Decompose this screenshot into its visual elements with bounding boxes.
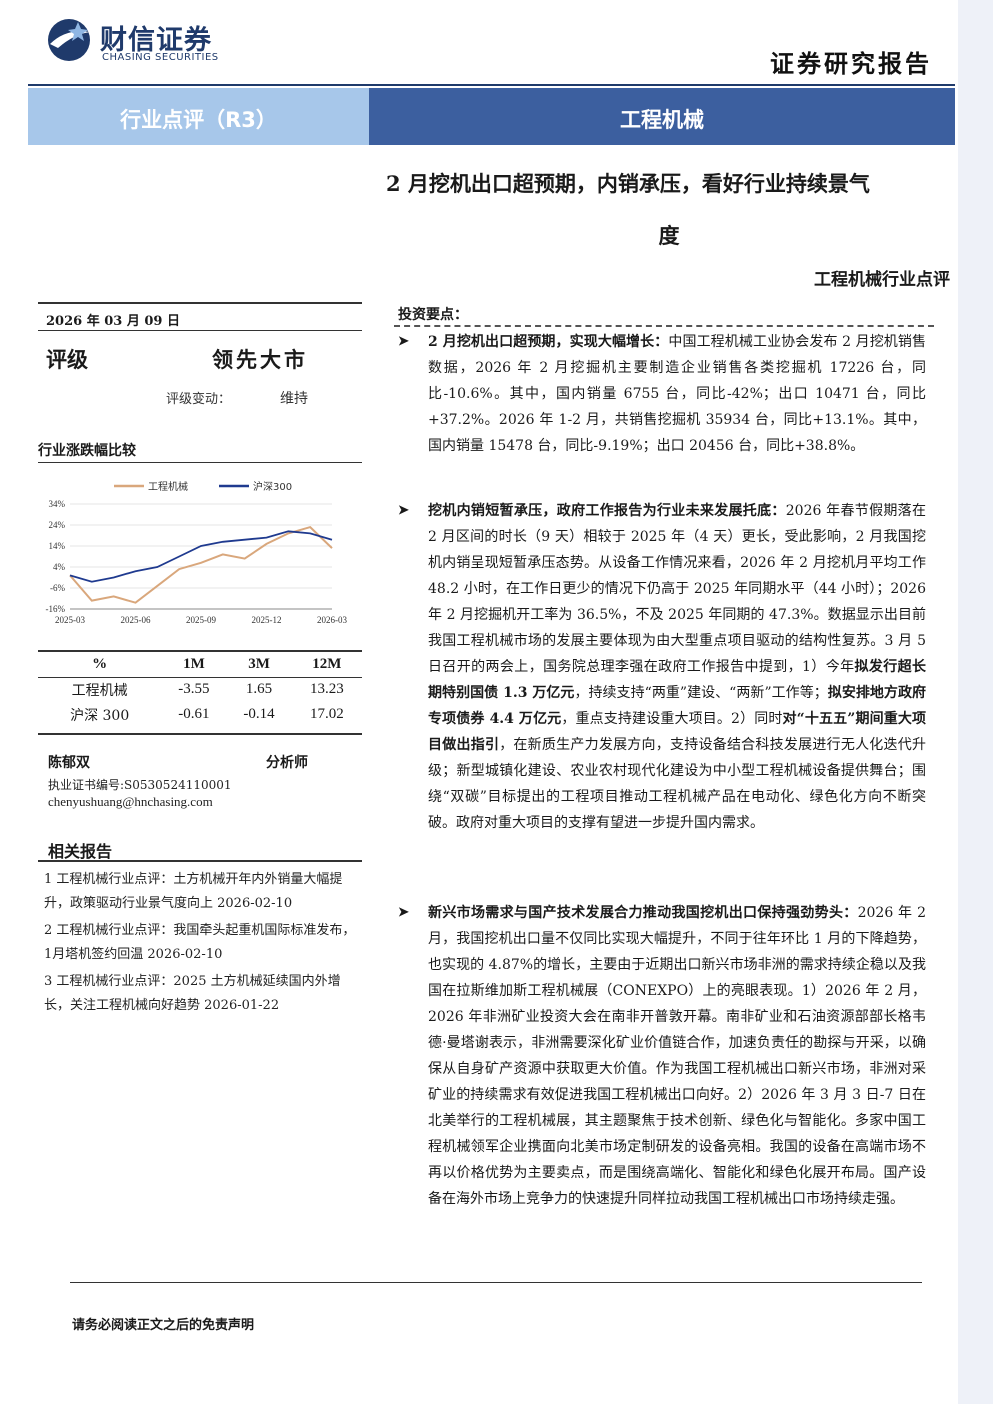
y-tick-label: 14% <box>49 541 66 551</box>
related-reports-list: 1 工程机械行业点评：土方机械开年内外销量大幅提升，政策驱动行业景气度向上 20… <box>44 868 362 1021</box>
x-tick-label: 2025-03 <box>55 615 85 625</box>
bullet-arrow-icon: ➤ <box>398 905 409 920</box>
report-subtitle: 工程机械行业点评 <box>814 270 950 290</box>
report-title-line1: 2 月挖机出口超预期，内销承压，看好行业持续景气 <box>386 171 870 196</box>
bullet-arrow-icon: ➤ <box>398 503 409 518</box>
related-rule <box>38 860 362 862</box>
legend-label: 沪深300 <box>253 480 292 493</box>
key-point-2-text-d: ，在新质生产力发展方向，支持设备结合科技发展进行无人化迭代升级；新型城镇化建设、… <box>428 737 927 831</box>
rating-change-label: 评级变动： <box>166 392 232 407</box>
x-tick-label: 2025-09 <box>186 615 216 625</box>
related-reports-title: 相关报告 <box>48 842 113 861</box>
key-point-2: ➤ 挖机内销短暂承压，政府工作报告为行业未来发展托底：2026 年春节假期落在 … <box>398 498 926 836</box>
analyst-email[interactable]: chenyushuang@hnchasing.com <box>48 794 213 809</box>
table-header-cell: 12M <box>312 656 342 673</box>
rating-value: 领先大市 <box>212 347 308 372</box>
key-point-3-heading: 新兴市场需求与国产技术发展合力推动我国挖机出口保持强劲势头： <box>428 905 858 921</box>
x-tick-label: 2025-06 <box>121 615 151 625</box>
key-point-1-heading: 2 月挖机出口超预期，实现大幅增长： <box>428 334 669 350</box>
table-rule-top <box>38 650 362 652</box>
table-rule-bottom <box>38 733 362 735</box>
table-header-cell: % <box>92 656 108 673</box>
key-point-2-text-a: 2026 年春节假期落在 2 月区间的时长（9 天）相较于 2025 年（4 天… <box>428 503 926 675</box>
key-points-title: 投资要点： <box>398 307 468 323</box>
category-band-left <box>28 88 369 145</box>
table-cell-name: 工程机械 <box>71 682 128 699</box>
report-title-line2: 度 <box>658 223 680 248</box>
report-category: 行业点评（R3） <box>120 108 277 132</box>
analyst-certificate: 执业证书编号:S0530524110001 <box>48 778 232 792</box>
key-point-2-text-b: ，持续支持“两重”建设、“两新”工作等； <box>574 685 828 701</box>
table-cell: 1.65 <box>245 681 273 698</box>
table-cell-name: 沪深 300 <box>70 707 130 724</box>
y-tick-label: 4% <box>53 562 66 572</box>
y-tick-label: -6% <box>50 583 65 593</box>
key-point-1-text: 中国工程机械工业协会发布 2 月挖机销售数据，2026 年 2 月挖掘机主要制造… <box>428 334 926 454</box>
category-band-right <box>369 88 955 145</box>
related-report-item[interactable]: 1 工程机械行业点评：土方机械开年内外销量大幅提升，政策驱动行业景气度向上 20… <box>44 872 343 911</box>
table-cell: -0.14 <box>243 706 275 722</box>
logo-text-cn: 财信证券 <box>100 25 212 56</box>
table-header-row: % 1M 3M 12M <box>38 653 362 677</box>
company-logo-icon <box>48 19 90 61</box>
series-line <box>69 530 333 583</box>
y-tick-label: 24% <box>49 520 66 530</box>
key-point-3-text: 2026 年 2 月，我国挖机出口量不仅同比实现大幅提升，不同于往年环比 1 月… <box>428 905 927 1207</box>
table-cell: -3.55 <box>178 681 210 698</box>
performance-chart: 34% 24% 14% 4% -6% -16%2025-03 2025-06 2025-09 2… <box>46 480 348 625</box>
table-cell: 13.23 <box>309 681 344 698</box>
left-rule-date <box>38 330 362 331</box>
related-report-item[interactable]: 2 工程机械行业点评：我国牵头起重机国际标准发布，1月塔机签约回温 2026-0… <box>44 923 356 962</box>
key-point-2-text-c: ，重点支持建设重大项目。2）同时 <box>561 711 783 727</box>
rating-change-value: 维持 <box>280 391 308 407</box>
y-tick-label: -16% <box>46 604 66 614</box>
table-cell: 17.02 <box>309 706 344 722</box>
report-type-label: 证券研究报告 <box>770 49 932 78</box>
report-title: 2 月挖机出口超预期，内销承压，看好行业持续景气 度 <box>386 158 952 262</box>
analyst-name: 陈郁双 <box>48 755 90 771</box>
table-header-cell: 1M <box>183 656 205 673</box>
logo-text-en: CHASING SECURITIES <box>102 52 219 63</box>
y-tick-label: 34% <box>49 499 66 509</box>
report-date: 2026 年 03 月 09 日 <box>46 314 180 329</box>
x-tick-label: 2025-12 <box>252 615 282 625</box>
header-divider <box>28 84 955 86</box>
legend-label: 工程机械 <box>148 480 188 493</box>
comparison-title: 行业涨跌幅比较 <box>38 443 136 459</box>
analyst-role: 分析师 <box>266 755 308 771</box>
disclaimer-text: 请务必阅读正文之后的免责声明 <box>72 1318 255 1333</box>
key-point-3: ➤ 新兴市场需求与国产技术发展合力推动我国挖机出口保持强劲势头：2026 年 2… <box>398 900 926 1212</box>
x-tick-label: 2026-03 <box>317 615 347 625</box>
page-side-strip <box>958 0 993 1404</box>
table-cell: -0.61 <box>178 706 210 722</box>
performance-table: % 1M 3M 12M 工程机械 -3.55 1.65 13.23 沪深 300… <box>38 653 362 727</box>
bullet-arrow-icon: ➤ <box>398 334 409 349</box>
key-point-2-heading: 挖机内销短暂承压，政府工作报告为行业未来发展托底： <box>428 503 786 519</box>
key-point-1: ➤ 2 月挖机出口超预期，实现大幅增长：中国工程机械工业协会发布 2 月挖机销售… <box>398 329 926 459</box>
table-header-cell: 3M <box>248 656 270 673</box>
rating-label: 评级 <box>46 347 88 372</box>
key-point-2-bold-3: 对“十五五”期间重大项目做出指引 <box>428 711 926 753</box>
related-report-item[interactable]: 3 工程机械行业点评：2025 土方机械延续国内外增长，关注工程机械向好趋势 2… <box>44 974 341 1013</box>
key-points-divider <box>394 325 934 327</box>
key-point-2-bold-1: 拟发行超长期特别国债 1.3 万亿元 <box>428 659 927 701</box>
left-rule-top <box>38 302 362 304</box>
footer-divider <box>70 1282 922 1283</box>
table-row: 沪深 300 -0.61 -0.14 17.02 <box>38 702 362 727</box>
table-row: 工程机械 -3.55 1.65 13.23 <box>38 677 362 702</box>
industry-name: 工程机械 <box>620 108 704 132</box>
series-line <box>69 525 333 604</box>
key-point-2-bold-2: 拟安排地方政府专项债券 4.4 万亿元 <box>428 685 926 727</box>
left-rule-chart <box>38 462 362 463</box>
